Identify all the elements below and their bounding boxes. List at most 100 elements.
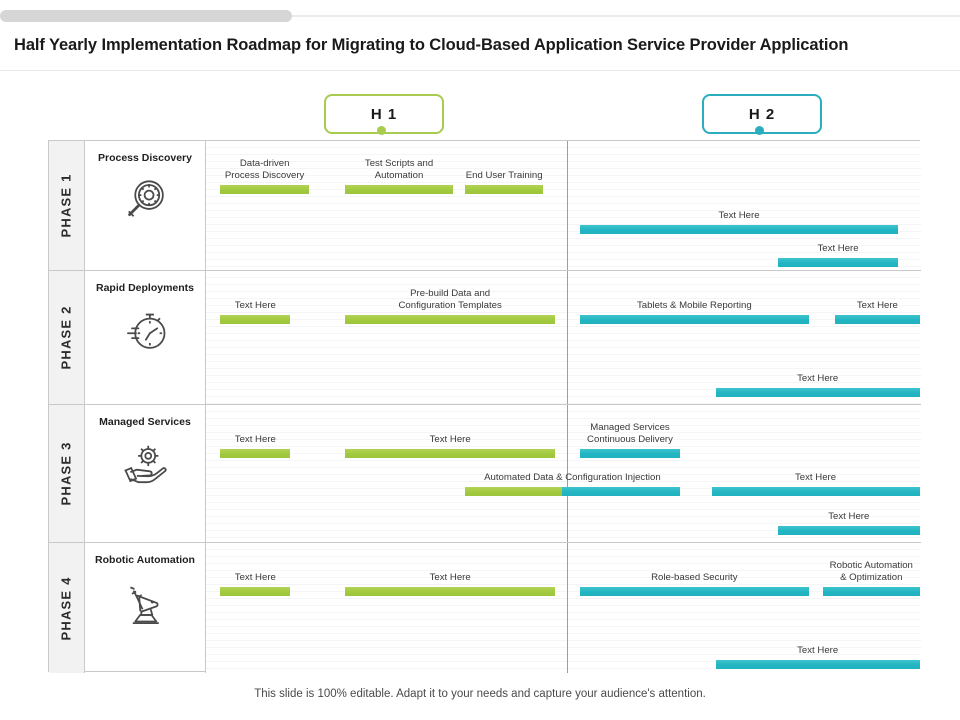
half-year-divider	[567, 405, 568, 542]
gantt-bar	[579, 587, 809, 596]
gantt-bar	[778, 526, 920, 535]
gantt-bar	[835, 315, 920, 324]
gantt-bar	[715, 660, 920, 669]
half-header-h1-dot	[377, 126, 386, 135]
phase-label: PHASE 4	[59, 575, 74, 641]
gantt-task[interactable]: Robotic Automation& Optimization	[823, 560, 920, 596]
workstream-title: Rapid Deployments	[95, 282, 195, 294]
gantt-bar	[711, 487, 920, 496]
gantt-bar	[579, 315, 809, 324]
gantt-task[interactable]: Text Here	[835, 300, 920, 324]
gantt-task[interactable]: Automated Data & Configuration Injection	[464, 472, 681, 496]
gantt-task[interactable]: End User Training	[464, 170, 544, 194]
gantt-task[interactable]: Text Here	[220, 572, 291, 596]
gantt-task[interactable]: Text Here	[345, 434, 555, 458]
scroll-thumb[interactable]	[0, 10, 292, 22]
gantt-task-label: Automated Data & Configuration Injection	[484, 471, 661, 483]
gantt-task-label: End User Training	[465, 169, 543, 181]
gantt-task-label: Robotic Automation& Optimization	[829, 560, 913, 583]
gantt-task-label: Text Here	[429, 571, 471, 583]
gantt-task-label: Text Here	[797, 372, 839, 384]
gear-in-hand-icon	[119, 438, 171, 490]
gantt-task-label: Text Here	[797, 644, 839, 656]
half-year-divider	[567, 271, 568, 404]
gantt-task[interactable]: Text Here	[711, 472, 920, 496]
workstream-title: Robotic Automation	[95, 554, 195, 566]
gantt-bar	[464, 185, 544, 194]
gantt-task-label: Text Here	[234, 299, 276, 311]
phase-label-cell: PHASE 1	[49, 141, 85, 270]
scroll-track[interactable]	[0, 15, 960, 17]
phase-label: PHASE 2	[59, 305, 74, 370]
gantt-task-label: Text Here	[817, 242, 859, 254]
gantt-task[interactable]: Text Here	[778, 511, 920, 535]
title-divider	[0, 70, 960, 71]
stopwatch-icon	[119, 304, 171, 356]
gantt-task-label: Text Here	[429, 433, 471, 445]
gantt-task-label: Text Here	[234, 571, 276, 583]
gantt-bar	[220, 315, 291, 324]
gantt-bar	[579, 449, 681, 458]
gantt-bar	[220, 587, 291, 596]
phase-label: PHASE 1	[59, 173, 74, 238]
gantt-bar	[345, 449, 555, 458]
gantt-task-label: Text Here	[234, 433, 276, 445]
gantt-task-label: Tablets & Mobile Reporting	[637, 299, 752, 311]
half-year-divider	[567, 543, 568, 673]
gantt-bar	[778, 258, 899, 267]
phase-label-cell: PHASE 2	[49, 271, 85, 404]
gantt-task[interactable]: Text Here	[220, 434, 291, 458]
half-header-h1-label: H 1	[370, 105, 398, 123]
gantt-task-label: Text Here	[856, 299, 898, 311]
gantt-bar	[220, 185, 309, 194]
gantt-bar	[823, 587, 920, 596]
half-year-divider	[567, 141, 568, 270]
gantt-task[interactable]: Role-based Security	[579, 572, 809, 596]
phase-label-cell: PHASE 3	[49, 405, 85, 542]
gantt-task-label: Text Here	[718, 209, 760, 221]
gantt-task[interactable]: Text Here	[715, 373, 920, 397]
half-header-h2-dot	[755, 126, 764, 135]
magnifier-gear-icon	[119, 174, 171, 226]
gantt-bar	[345, 587, 555, 596]
phase-label-cell: PHASE 4	[49, 543, 85, 673]
phase-row: PHASE 2 Rapid Deployments Text Here Pre-bu…	[49, 271, 921, 405]
gantt-bar-segment-h1	[464, 487, 562, 496]
gantt-task[interactable]: Text Here	[715, 645, 920, 669]
gantt-task[interactable]: Tablets & Mobile Reporting	[579, 300, 809, 324]
gantt-bar-split	[464, 487, 681, 496]
footer-note: This slide is 100% editable. Adapt it to…	[254, 688, 706, 700]
gantt-task[interactable]: Text Here	[778, 243, 899, 267]
gantt-bar	[715, 388, 920, 397]
gantt-task[interactable]: Text Here	[345, 572, 555, 596]
gantt-bar	[220, 449, 291, 458]
workstream-cell: Managed Services	[85, 405, 206, 542]
workstream-cell: Robotic Automation	[85, 543, 206, 673]
workstream-cell: Rapid Deployments	[85, 271, 206, 404]
gantt-task[interactable]: Text Here	[220, 300, 291, 324]
gantt-bar	[579, 225, 899, 234]
top-scroll-strip	[0, 10, 960, 22]
gantt-task-label: Text Here	[795, 471, 837, 483]
gantt-bar	[345, 315, 555, 324]
gantt-task-label: Text Here	[828, 510, 870, 522]
gantt-task[interactable]: Text Here	[579, 210, 899, 234]
gantt-bar	[345, 185, 453, 194]
gantt-task-label: Role-based Security	[651, 571, 738, 583]
half-header-h2-label: H 2	[748, 105, 776, 123]
